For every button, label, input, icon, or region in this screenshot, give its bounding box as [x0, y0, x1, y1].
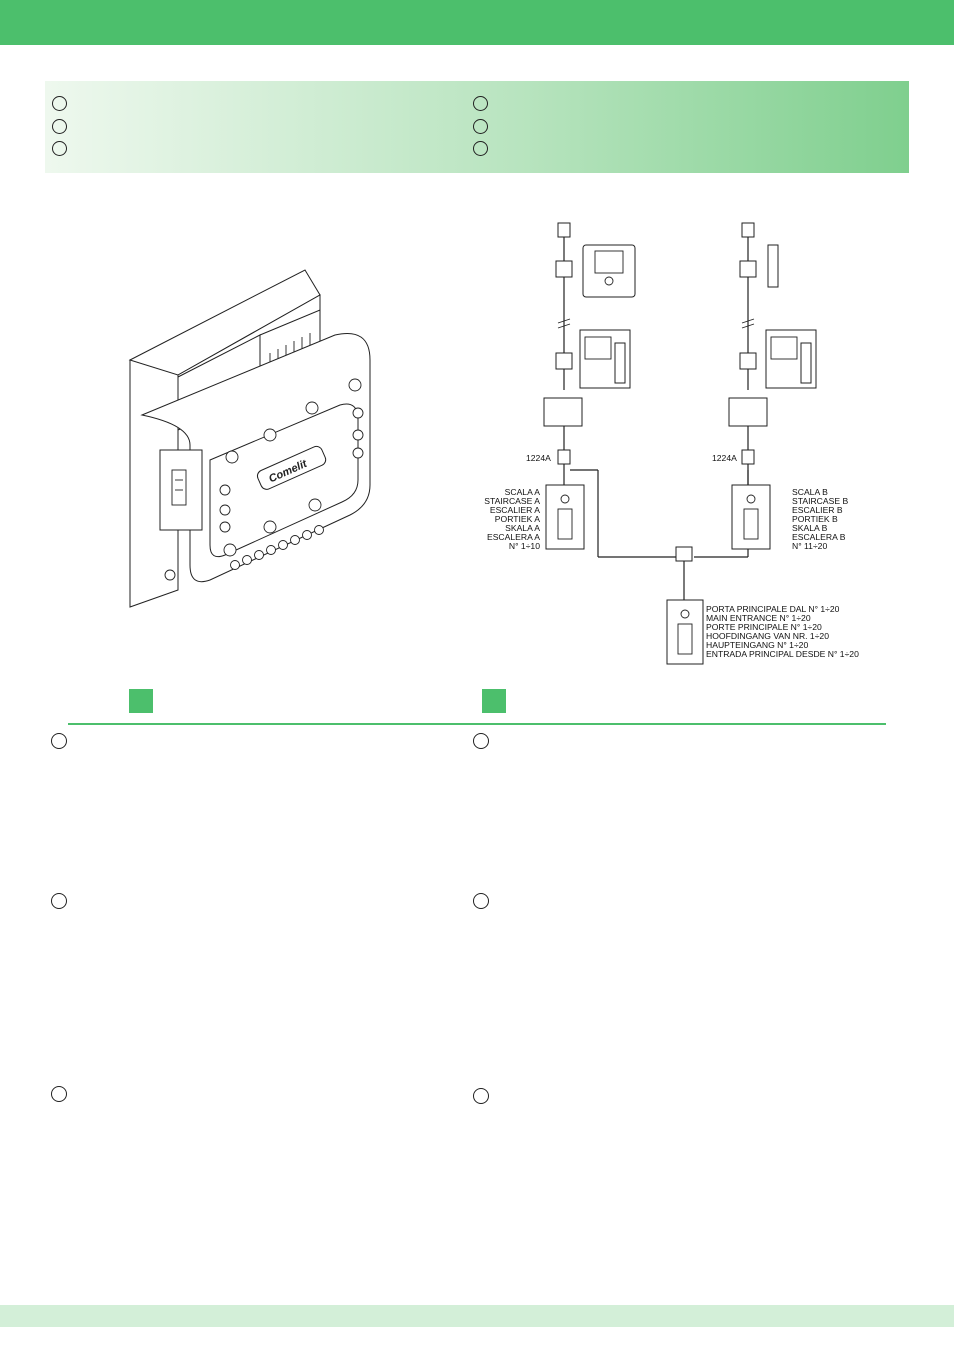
language-panel [45, 81, 909, 173]
staircase-a-column: 1224A [526, 222, 682, 558]
svg-text:PORTIEK B: PORTIEK B [792, 514, 838, 524]
header-bar [0, 0, 954, 45]
power-supply-a [543, 397, 583, 427]
text-language-marker-6 [473, 1088, 489, 1104]
text-language-marker-5 [51, 1086, 67, 1102]
svg-text:SCALA A: SCALA A [505, 487, 541, 497]
device-illustration: Comelit [128, 269, 371, 608]
terminator-a [557, 222, 571, 238]
staircase-b-text: SCALA B STAIRCASE B ESCALIER B PORTIEK B… [792, 487, 848, 551]
language-marker-4 [473, 96, 488, 111]
switcher-module [675, 546, 693, 562]
svg-text:HAUPTEINGANG N° 1÷20: HAUPTEINGANG N° 1÷20 [706, 640, 808, 650]
svg-text:ESCALERA A: ESCALERA A [487, 532, 540, 542]
svg-text:PORTIEK A: PORTIEK A [495, 514, 540, 524]
text-language-marker-3 [51, 893, 67, 909]
section-marker-right [482, 689, 506, 713]
main-entrance-text: PORTA PRINCIPALE DAL N° 1÷20 MAIN ENTRAN… [706, 604, 859, 659]
svg-text:ESCALIER B: ESCALIER B [792, 505, 843, 515]
distributor-a-1 [555, 260, 573, 278]
svg-text:ESCALIER A: ESCALIER A [490, 505, 540, 515]
svg-text:SCALA B: SCALA B [792, 487, 828, 497]
svg-text:STAIRCASE A: STAIRCASE A [484, 496, 540, 506]
main-entrance-column [666, 546, 704, 665]
section-divider [68, 723, 886, 725]
language-marker-6 [473, 141, 488, 156]
amplifier-b-label: 1224A [712, 453, 737, 463]
main-entrance-panel [666, 599, 704, 665]
amplifier-a-label: 1224A [526, 453, 551, 463]
text-language-marker-4 [473, 893, 489, 909]
brand-badge [256, 445, 327, 490]
language-marker-1 [52, 96, 67, 111]
language-marker-5 [473, 119, 488, 134]
staircase-b-column: 1224A [694, 222, 817, 558]
svg-text:MAIN ENTRANCE N° 1÷20: MAIN ENTRANCE N° 1÷20 [706, 613, 811, 623]
wiring-diagram: 1224A SCALA A STAIRCASE A ESCALIER A POR… [484, 222, 859, 665]
power-supply-b [728, 397, 768, 427]
distributor-b-1 [739, 260, 757, 278]
distributor-a-2 [555, 352, 573, 370]
text-language-marker-1 [51, 733, 67, 749]
footer-bar [0, 1305, 954, 1327]
entrance-panel-a [545, 484, 585, 550]
monitor-flat-a [582, 244, 636, 298]
entrance-panel-b [731, 484, 771, 550]
svg-text:ENTRADA PRINCIPAL DESDE N° 1÷2: ENTRADA PRINCIPAL DESDE N° 1÷20 [706, 649, 859, 659]
amplifier-b [741, 449, 755, 465]
language-marker-3 [52, 141, 67, 156]
amplifier-a [557, 449, 571, 465]
svg-text:SKALA A: SKALA A [505, 523, 540, 533]
staircase-a-text: SCALA A STAIRCASE A ESCALIER A PORTIEK A… [484, 487, 540, 551]
section-marker-left [129, 689, 153, 713]
svg-text:PORTA PRINCIPALE DAL N° 1÷20: PORTA PRINCIPALE DAL N° 1÷20 [706, 604, 840, 614]
handset-b-1 [767, 244, 779, 288]
handset-b-2 [800, 342, 812, 384]
svg-text:PORTE PRINCIPALE N° 1÷20: PORTE PRINCIPALE N° 1÷20 [706, 622, 822, 632]
language-marker-2 [52, 119, 67, 134]
terminator-b [741, 222, 755, 238]
text-language-marker-2 [473, 733, 489, 749]
svg-text:N° 11÷20: N° 11÷20 [792, 541, 827, 551]
svg-text:STAIRCASE B: STAIRCASE B [792, 496, 848, 506]
svg-text:HOOFDINGANG VAN NR. 1÷20: HOOFDINGANG VAN NR. 1÷20 [706, 631, 829, 641]
distributor-b-2 [739, 352, 757, 370]
svg-text:SKALA B: SKALA B [792, 523, 828, 533]
svg-text:N° 1÷10: N° 1÷10 [509, 541, 540, 551]
svg-text:ESCALERA B: ESCALERA B [792, 532, 846, 542]
handset-a [614, 342, 626, 384]
